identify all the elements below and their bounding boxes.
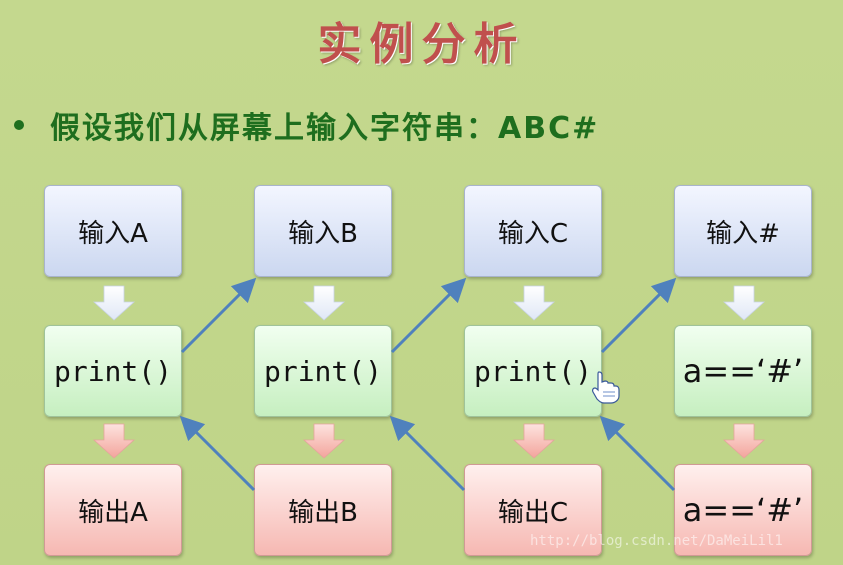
down-arrow-white-3 <box>512 285 556 321</box>
print-box-c: print() <box>464 325 602 417</box>
down-arrow-pink-3 <box>512 423 556 459</box>
diagonal-arrow-up-2 <box>390 277 467 354</box>
down-arrow-white-2 <box>302 285 346 321</box>
compare-box-hash-bottom: a==‘#’ <box>674 464 812 556</box>
down-arrow-white-1 <box>92 285 136 321</box>
output-box-b: 输出B <box>254 464 392 556</box>
diagonal-arrow-back-2 <box>389 415 466 492</box>
down-arrow-pink-2 <box>302 423 346 459</box>
diagonal-arrow-back-1 <box>179 415 256 492</box>
input-box-b: 输入B <box>254 185 392 277</box>
down-arrow-pink-1 <box>92 423 136 459</box>
diagonal-arrow-up-1 <box>180 277 257 354</box>
diagonal-arrow-up-3 <box>600 277 677 354</box>
input-box-hash: 输入# <box>674 185 812 277</box>
bullet-text: 假设我们从屏幕上输入字符串：ABC# <box>50 111 600 146</box>
diagonal-arrow-back-3 <box>599 415 676 492</box>
bullet-dot-icon <box>14 120 24 130</box>
bullet-point: 假设我们从屏幕上输入字符串：ABC# <box>14 100 599 150</box>
down-arrow-pink-4 <box>722 423 766 459</box>
output-box-a: 输出A <box>44 464 182 556</box>
watermark-text: http://blog.csdn.net/DaMeiLil1 <box>530 533 783 549</box>
output-box-c: 输出C <box>464 464 602 556</box>
hand-cursor-icon <box>592 371 620 404</box>
down-arrow-white-4 <box>722 285 766 321</box>
compare-box-hash: a==‘#’ <box>674 325 812 417</box>
print-box-b: print() <box>254 325 392 417</box>
input-box-c: 输入C <box>464 185 602 277</box>
slide-title: 实例分析 <box>317 19 526 70</box>
input-box-a: 输入A <box>44 185 182 277</box>
print-box-a: print() <box>44 325 182 417</box>
